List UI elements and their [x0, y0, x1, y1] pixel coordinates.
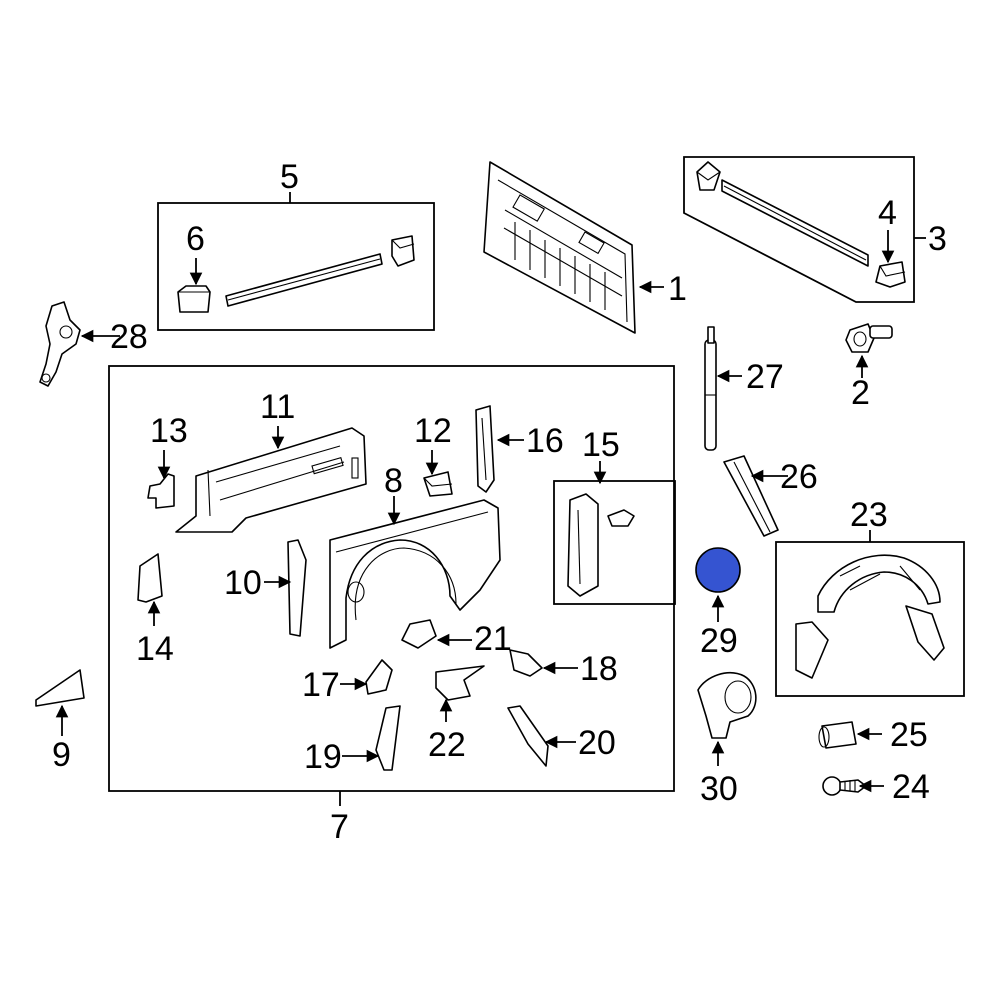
callout-17: 17 — [302, 666, 340, 704]
part-29-fuel-door[interactable] — [695, 547, 741, 593]
callout-labels: 1 2 3 4 5 6 7 8 9 10 11 12 13 14 15 16 1… — [52, 158, 947, 846]
group-box-3 — [683, 156, 915, 303]
part-4-end-cap[interactable] — [875, 261, 906, 288]
callout-6: 6 — [186, 220, 205, 258]
part-22-bracket[interactable] — [435, 665, 485, 701]
part-8-bed-side[interactable] — [329, 499, 501, 649]
callout-1: 1 — [668, 270, 687, 308]
part-23-wheel-liner[interactable] — [795, 554, 945, 679]
callout-5: 5 — [280, 158, 299, 196]
part-15-pillar[interactable] — [567, 493, 635, 597]
callout-23: 23 — [850, 496, 888, 534]
part-21-bracket[interactable] — [401, 619, 437, 649]
callout-8: 8 — [384, 462, 403, 500]
callout-27: 27 — [746, 358, 784, 396]
callout-10: 10 — [224, 564, 262, 602]
callout-28: 28 — [110, 318, 148, 356]
group-box-15 — [553, 480, 676, 605]
callout-20: 20 — [578, 724, 616, 762]
part-6-end-cap[interactable] — [177, 285, 211, 313]
part-10-bracket[interactable] — [287, 539, 307, 637]
part-5-rail[interactable] — [225, 235, 415, 307]
part-30-fuel-housing[interactable] — [697, 672, 757, 739]
group-box-5 — [157, 202, 435, 331]
group-box-7 — [108, 365, 675, 792]
part-20-brace[interactable] — [507, 705, 549, 767]
callout-3: 3 — [928, 220, 947, 258]
part-11-inner-panel[interactable] — [175, 427, 367, 533]
part-25-clip[interactable] — [818, 721, 857, 749]
leader-lines — [55, 192, 926, 806]
callout-18: 18 — [580, 650, 618, 688]
part-26-bracket[interactable] — [723, 455, 779, 537]
part-1-panel[interactable] — [483, 161, 636, 334]
callout-13: 13 — [150, 412, 188, 450]
part-16-post[interactable] — [475, 405, 495, 493]
part-2-bolt[interactable] — [845, 323, 893, 353]
callout-7: 7 — [330, 808, 349, 846]
part-28-hinge[interactable] — [39, 301, 81, 387]
callout-9: 9 — [52, 736, 71, 774]
callout-11: 11 — [260, 388, 295, 426]
callout-21: 21 — [474, 620, 512, 658]
part-3-rail-assembly[interactable] — [696, 161, 869, 267]
part-17-bracket[interactable] — [365, 659, 393, 695]
callout-25: 25 — [890, 716, 928, 754]
callout-26: 26 — [780, 458, 818, 496]
part-24-screw[interactable] — [822, 776, 867, 796]
callout-29: 29 — [700, 622, 738, 660]
callout-2: 2 — [851, 374, 870, 412]
part-9-gusset[interactable] — [35, 669, 85, 707]
part-14-plate[interactable] — [137, 553, 163, 603]
callout-22: 22 — [428, 726, 466, 764]
callout-4: 4 — [878, 194, 897, 232]
callout-19: 19 — [304, 738, 342, 776]
part-19-brace[interactable] — [375, 705, 401, 771]
callout-14: 14 — [136, 630, 174, 668]
callout-16: 16 — [526, 422, 564, 460]
callout-12: 12 — [414, 412, 452, 450]
callout-30: 30 — [700, 770, 738, 808]
part-18-bracket[interactable] — [509, 649, 543, 677]
callout-15: 15 — [582, 426, 620, 464]
part-27-strut[interactable] — [704, 326, 717, 451]
part-12-bracket[interactable] — [423, 471, 453, 497]
callout-24: 24 — [892, 768, 930, 806]
part-13-bracket[interactable] — [147, 473, 175, 509]
